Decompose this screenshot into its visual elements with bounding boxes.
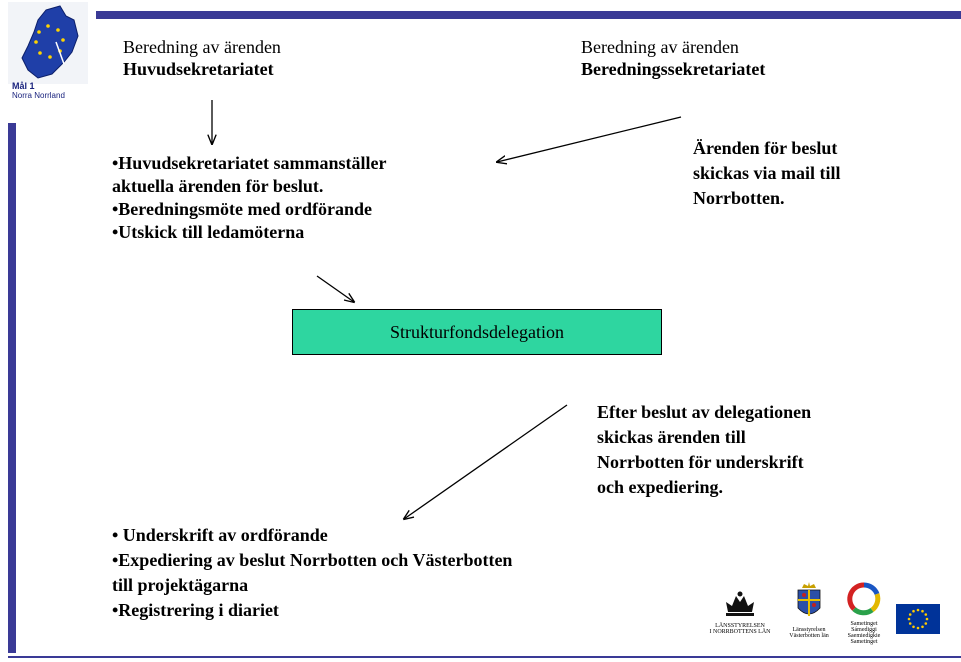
heading-left: Beredning av ärenden Huvudsekretariatet <box>123 36 281 80</box>
crown-icon <box>726 591 754 616</box>
emblem-caption: LÄNSSTYRELSEN I NORRBOTTENS LÄN <box>709 623 771 635</box>
final-steps: • Underskrift av ordförande •Expediering… <box>112 523 512 623</box>
sametinget-emblem: Sametinget Sámediggi Saemiedigkie Sameti… <box>842 582 886 645</box>
mail-note-line: Ärenden för beslut <box>693 138 838 158</box>
mail-note-line: Norrbotten. <box>693 188 785 208</box>
after-note-line: Norrbotten för underskrift <box>597 452 804 472</box>
map-region-icon <box>8 2 88 102</box>
heading-left-line2: Huvudsekretariatet <box>123 59 274 79</box>
arrow-after-to-final <box>404 404 568 519</box>
bottom-accent-rule <box>8 656 961 658</box>
logo-subtitle: Norra Norrland <box>12 91 65 100</box>
emblem-caption: Länsstyrelsen Västerbotten län <box>789 627 829 639</box>
delegation-label: Strukturfondsdelegation <box>390 321 564 342</box>
arrow-steps-to-delegation <box>316 275 354 302</box>
final-step: till projektägarna <box>112 575 249 595</box>
main-steps: •Huvudsekretariatet sammanställer aktuel… <box>112 152 386 244</box>
main-step: •Huvudsekretariatet sammanställer <box>112 153 387 173</box>
eu-flag-icon <box>896 604 940 634</box>
norrbotten-emblem: LÄNSSTYRELSEN I NORRBOTTENS LÄN <box>708 588 772 635</box>
logo-title: Mål 1 <box>12 81 35 91</box>
mail-note: Ärenden för beslut skickas via mail till… <box>693 136 841 211</box>
heading-right-line1: Beredning av ärenden <box>581 37 739 57</box>
arrow-mail-to-steps <box>497 116 682 162</box>
top-accent-bar <box>96 11 961 19</box>
mail-note-line: skickas via mail till <box>693 163 841 183</box>
after-decision-note: Efter beslut av delegationen skickas äre… <box>597 400 811 500</box>
heading-right: Beredning av ärenden Beredningssekretari… <box>581 36 765 80</box>
emblem-caption: Sametinget Sámediggi Saemiedigkie Sameti… <box>847 621 881 645</box>
after-note-line: Efter beslut av delegationen <box>597 402 812 422</box>
heading-left-line1: Beredning av ärenden <box>123 37 281 57</box>
final-step: •Expediering av beslut Norrbotten och Vä… <box>112 550 513 570</box>
vasterbotten-emblem: Länsstyrelsen Västerbotten län <box>784 582 834 639</box>
after-note-line: och expediering. <box>597 477 723 497</box>
main-step: aktuella ärenden för beslut. <box>112 176 324 196</box>
left-accent-bar <box>8 123 16 653</box>
delegation-box: Strukturfondsdelegation <box>292 309 662 355</box>
eu-flag <box>896 604 940 634</box>
ring-logo-icon <box>847 582 881 616</box>
after-note-line: skickas ärenden till <box>597 427 746 447</box>
logo-caption: Mål 1 Norra Norrland <box>12 81 65 101</box>
final-step: •Registrering i diariet <box>112 600 279 620</box>
main-step: •Beredningsmöte med ordförande <box>112 199 372 219</box>
main-step: •Utskick till ledamöterna <box>112 222 305 242</box>
coat-of-arms-icon <box>797 582 821 616</box>
heading-right-line2: Beredningssekretariatet <box>581 59 766 79</box>
final-step: • Underskrift av ordförande <box>112 525 328 545</box>
mal1-logo <box>8 2 88 102</box>
